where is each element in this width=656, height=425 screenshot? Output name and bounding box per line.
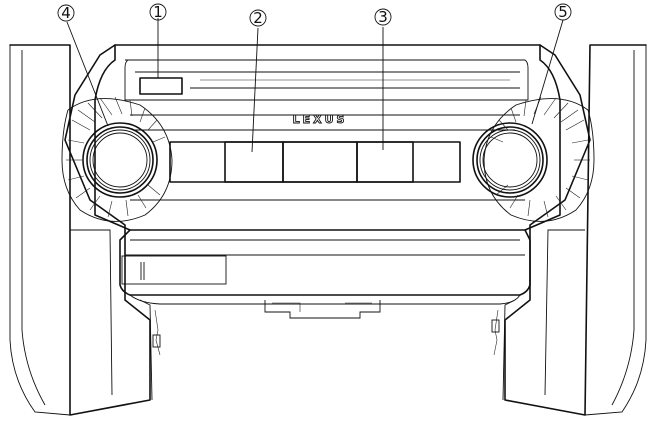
button-row xyxy=(169,141,461,183)
callout-4-label: 4 xyxy=(61,4,71,22)
callout-2: 2 xyxy=(249,9,267,27)
tray-label-plate xyxy=(121,255,227,285)
button-left[interactable] xyxy=(224,141,284,183)
callout-4: 4 xyxy=(57,4,75,22)
callout-5-label: 5 xyxy=(558,3,568,21)
callout-leaders xyxy=(66,18,564,153)
faceplate xyxy=(94,44,561,231)
callout-2-label: 2 xyxy=(253,9,263,27)
callout-1: 1 xyxy=(149,3,167,21)
callout-3: 3 xyxy=(374,8,392,26)
lower-tray xyxy=(119,229,531,319)
callout-5: 5 xyxy=(554,3,572,21)
button-right[interactable] xyxy=(356,141,414,183)
callout-1-label: 1 xyxy=(153,3,163,21)
right-knob[interactable] xyxy=(472,96,595,222)
eject-button[interactable] xyxy=(139,77,183,95)
left-knob-hatching xyxy=(66,96,166,218)
brand-logo: LEXUS xyxy=(293,113,348,126)
button-center[interactable] xyxy=(282,141,358,183)
left-side-panel xyxy=(9,44,161,416)
callout-3-label: 3 xyxy=(378,8,388,26)
left-knob[interactable] xyxy=(61,96,173,222)
